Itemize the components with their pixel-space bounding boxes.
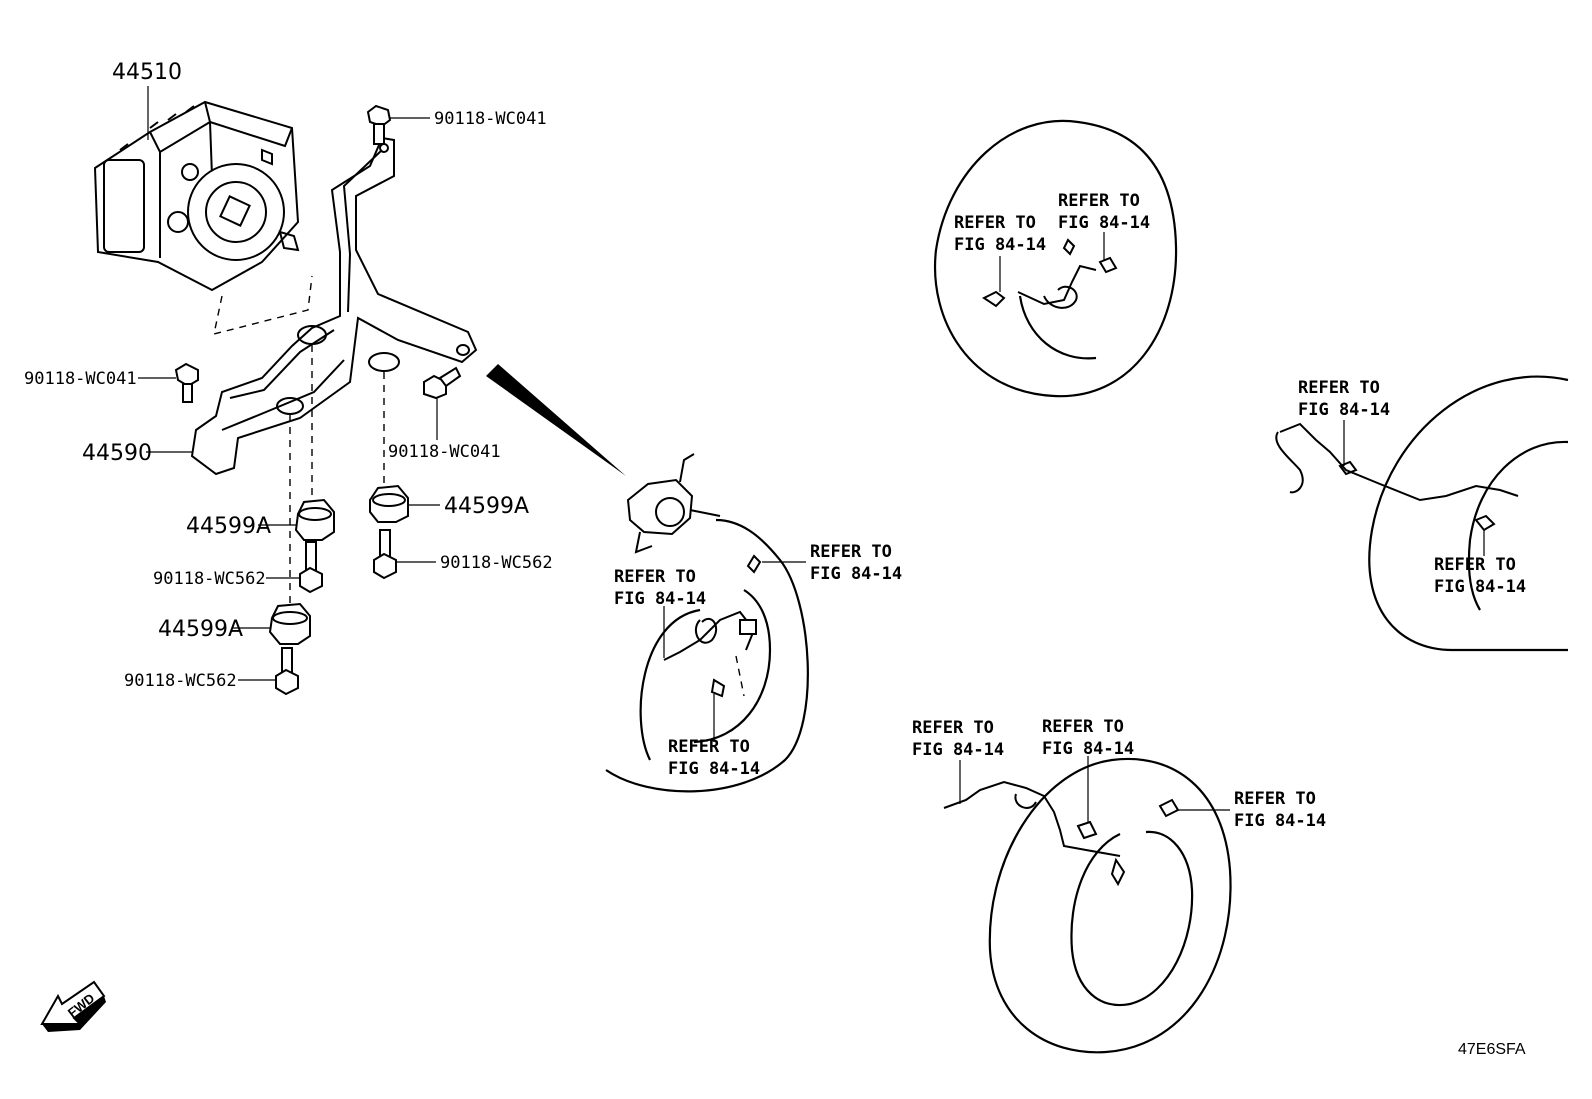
stud-bolt-1-icon[interactable] [299,541,323,594]
part-number-bolt-left: 90118-WC041 [24,369,137,389]
part-number-cushion-2: 44599A [444,494,529,519]
refer-to-line2-a: FIG 84-14 [614,589,706,609]
refer-to-line1-e: REFER TO [1058,191,1140,211]
refer-to-line2-d: FIG 84-14 [954,235,1046,255]
diagram-code: 47E6SFA [1458,1041,1526,1058]
stud-bolt-3-icon[interactable] [275,647,299,696]
refer-to-line2-e: FIG 84-14 [1058,213,1150,233]
wheel-front-left[interactable] [605,453,809,793]
bolt-left-icon[interactable] [174,362,199,403]
refer-to-line2-i: FIG 84-14 [1042,739,1134,759]
abs-bracket[interactable] [190,136,478,476]
fwd-arrow-icon: FWD [40,980,106,1032]
part-number-bolt-mid: 90118-WC041 [388,442,501,462]
wheel-rear-right[interactable] [1275,375,1569,652]
refer-to-line1-g: REFER TO [1434,555,1516,575]
refer-to-line2-c: FIG 84-14 [668,759,760,779]
detail-pointer-wedge [486,364,626,476]
refer-to-line1-d: REFER TO [954,213,1036,233]
abs-actuator-assembly[interactable] [93,100,300,292]
wheel-bottom[interactable] [943,757,1232,1054]
part-number-abs-actuator: 44510 [112,60,182,85]
part-number-stud-bolt-3: 90118-WC562 [124,671,237,691]
part-number-stud-bolt-1: 90118-WC562 [153,569,266,589]
cushion-3-icon[interactable] [268,602,311,645]
refer-to-line1-a: REFER TO [614,567,696,587]
part-number-bracket: 44590 [82,441,152,466]
refer-to-line1-i: REFER TO [1042,717,1124,737]
refer-to-line2-g: FIG 84-14 [1434,577,1526,597]
cushion-2-icon[interactable] [369,484,409,523]
cushion-1-icon[interactable] [294,498,335,541]
bolt-mid-icon[interactable] [423,366,462,400]
stud-bolt-2-icon[interactable] [373,529,397,580]
refer-to-line2-h: FIG 84-14 [912,740,1004,760]
refer-to-line1-j: REFER TO [1234,789,1316,809]
refer-to-line2-f: FIG 84-14 [1298,400,1390,420]
refer-to-line1-f: REFER TO [1298,378,1380,398]
refer-to-line2-j: FIG 84-14 [1234,811,1326,831]
part-number-cushion-3: 44599A [158,617,243,642]
part-number-bolt-top: 90118-WC041 [434,109,547,129]
refer-to-line1-c: REFER TO [668,737,750,757]
bolt-top-icon[interactable] [366,104,392,145]
part-number-cushion-1: 44599A [186,514,271,539]
refer-to-line1-h: REFER TO [912,718,994,738]
wheel-top[interactable] [933,119,1178,398]
refer-to-line1-b: REFER TO [810,542,892,562]
part-number-stud-bolt-2: 90118-WC562 [440,553,553,573]
refer-to-line2-b: FIG 84-14 [810,564,902,584]
